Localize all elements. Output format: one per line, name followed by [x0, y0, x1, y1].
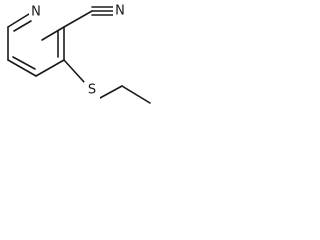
ring-bond-n1-c2 — [41, 26, 65, 41]
pyridine-ring — [7, 13, 65, 77]
ring-bond-c6-n1-inner — [13, 20, 32, 32]
atom-label-ring-nitrogen: N — [29, 5, 41, 20]
sulfur-label: S — [88, 83, 96, 98]
bond-ch2-ch3 — [121, 85, 151, 104]
bond-s-ch2 — [99, 85, 123, 99]
atom-label-nitrile-nitrogen: N — [113, 3, 127, 20]
ring-bond-c6-n1 — [7, 13, 30, 28]
ring-bond-c4-c5-inner — [12, 56, 36, 70]
atom-label-sulfur: S — [84, 82, 100, 99]
bond-c2-cnitrile — [63, 10, 93, 28]
ethylthio-group — [63, 59, 151, 104]
ring-bond-c3-c4 — [35, 59, 65, 77]
ring-nitrogen-label: N — [31, 5, 41, 20]
nitrile-nitrogen-label: N — [115, 4, 125, 19]
chemical-structure-diagram: N N S — [7, 3, 151, 104]
ring-bond-c4-c5 — [7, 59, 37, 77]
bond-c3-s — [63, 59, 85, 83]
nitrile-group — [63, 6, 114, 28]
